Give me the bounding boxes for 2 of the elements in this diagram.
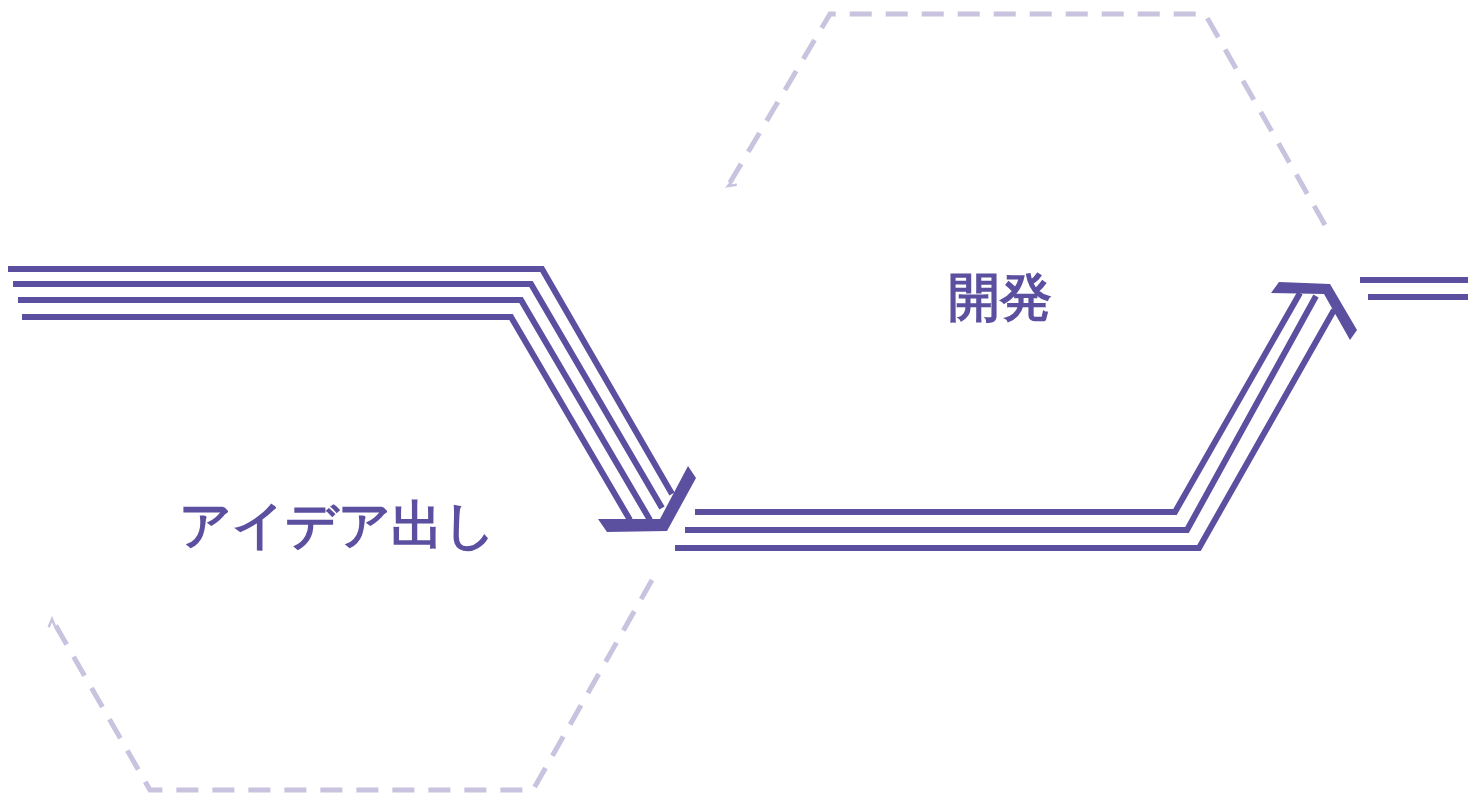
stage-label: アイデア出し — [178, 499, 496, 551]
stage-label: 開発 — [948, 271, 1052, 323]
